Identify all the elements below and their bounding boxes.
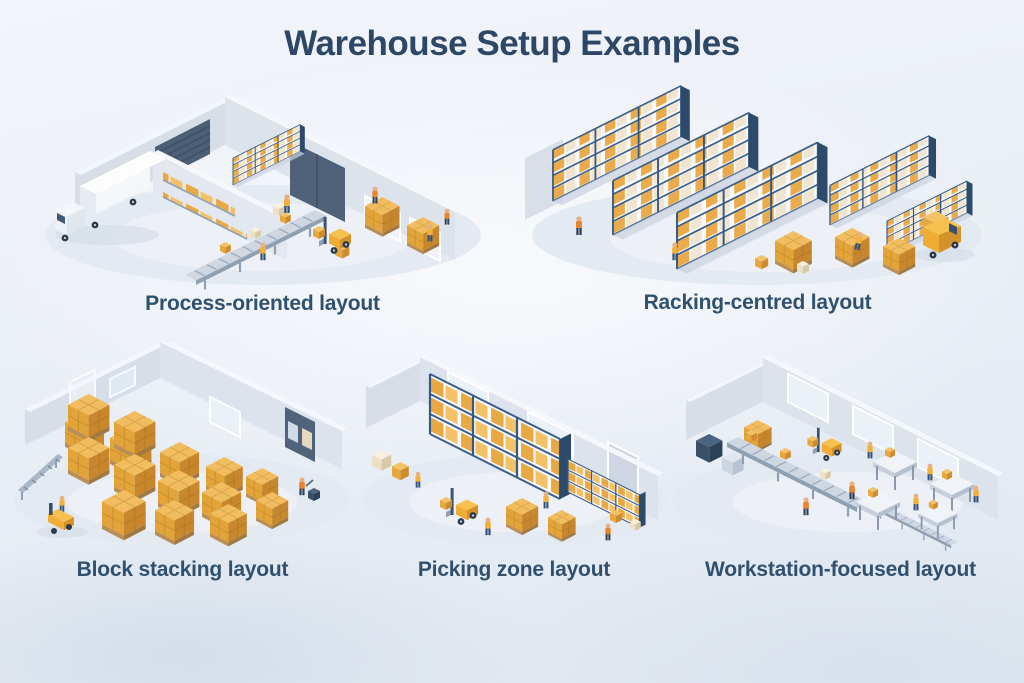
block-stacking-illustration: [14, 342, 350, 547]
window: [787, 372, 829, 424]
back-wall: [160, 342, 347, 469]
window: [852, 404, 894, 456]
panel-block-stacking: Block stacking layout: [10, 342, 355, 582]
worker-with-trolley: [299, 477, 320, 501]
panel-process-oriented: Process-oriented layout: [35, 85, 490, 316]
machine-cabinet: [696, 434, 723, 463]
picking-zone-illustration: [362, 354, 666, 546]
tow-cart: [36, 495, 88, 538]
conveyor-ramp: [18, 454, 63, 500]
door: [285, 407, 315, 462]
panel-label-process-oriented: Process-oriented layout: [145, 292, 380, 315]
worker: [605, 523, 611, 541]
workstation-focused-illustration: [672, 355, 1008, 552]
windshield: [57, 213, 65, 224]
panel-label-block-stacking: Block stacking layout: [76, 558, 289, 581]
window: [209, 395, 241, 439]
panel-label-racking-centred: Racking-centred layout: [643, 291, 872, 314]
panel-picking-zone: Picking zone layout: [358, 342, 670, 582]
delivery-truck: [55, 151, 166, 245]
page-title: Warehouse Setup Examples: [284, 24, 740, 63]
panel-label-workstation-focused: Workstation-focused layout: [705, 558, 976, 581]
process-oriented-illustration: [45, 94, 481, 290]
wall-shelf: [163, 170, 235, 216]
racking-centred-illustration: [525, 84, 982, 285]
yellow-truck: [915, 211, 975, 262]
box: [372, 450, 392, 471]
side-wall: [686, 362, 767, 440]
window: [109, 365, 136, 399]
panel-label-picking-zone: Picking zone layout: [417, 558, 611, 581]
panel-racking-centred: Racking-centred layout: [525, 83, 990, 315]
panel-workstation-focused: Workstation-focused layout: [668, 342, 1013, 582]
wall-shelf: [163, 187, 247, 239]
side-wall: [366, 359, 424, 428]
